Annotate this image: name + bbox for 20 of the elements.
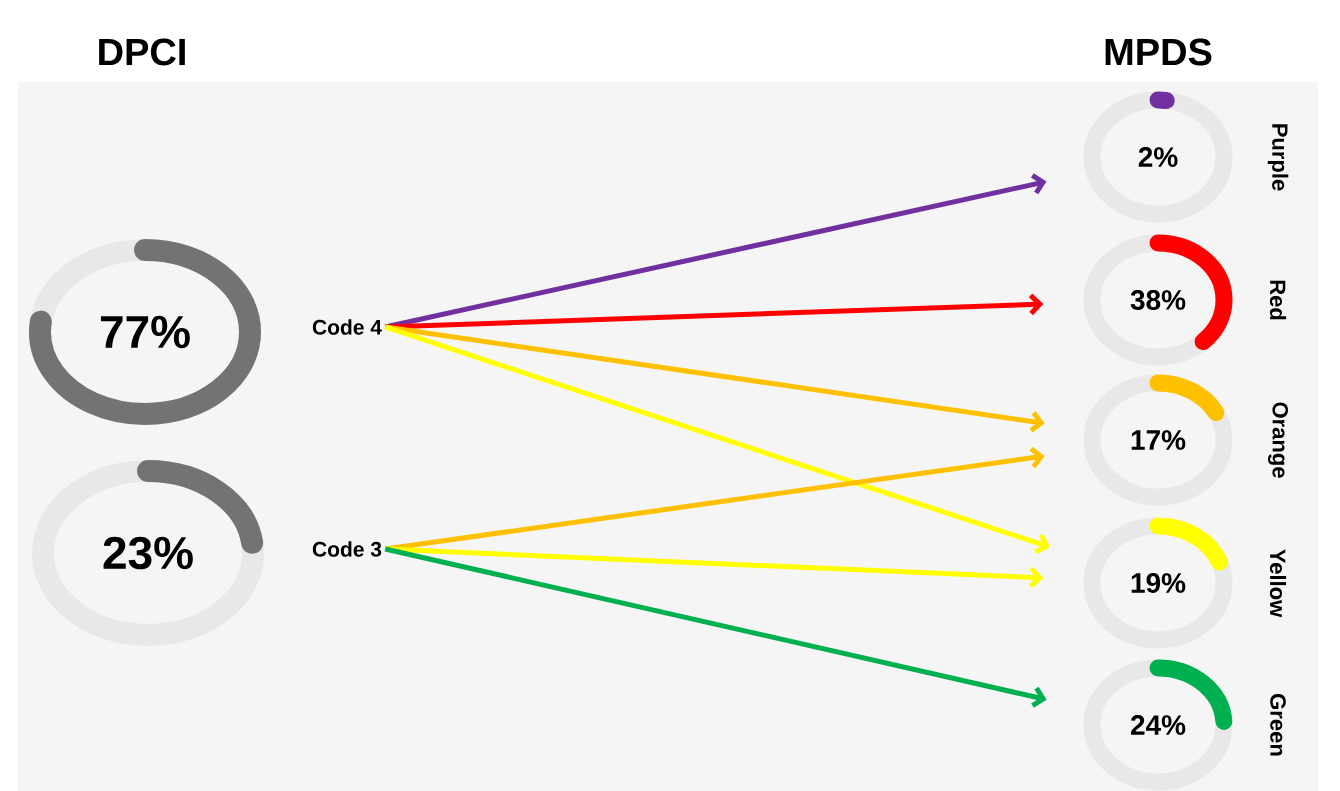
code-label: Code 4 <box>312 319 382 335</box>
arrow <box>385 293 1044 330</box>
donut-chart: 2% <box>1083 91 1233 223</box>
column-heading: DPCI <box>99 38 185 66</box>
side-label: Green <box>1270 694 1286 756</box>
donut-chart: 24% <box>1083 659 1233 791</box>
donut-chart: 19% <box>1083 517 1233 649</box>
donut-chart: 23% <box>32 460 264 646</box>
arrow <box>384 324 1051 555</box>
code-label: Code 3 <box>312 541 382 557</box>
side-label: Purple <box>1267 124 1289 191</box>
side-label: Yellow <box>1269 549 1287 618</box>
donut-chart: 38% <box>1083 234 1233 366</box>
arrow <box>384 324 1045 433</box>
donut-chart: 17% <box>1083 374 1233 506</box>
donut-chart: 77% <box>29 239 261 425</box>
arrow <box>385 546 1044 589</box>
side-label: Orange <box>1268 402 1289 478</box>
arrow <box>384 546 1047 708</box>
side-label: Red <box>1269 280 1287 320</box>
